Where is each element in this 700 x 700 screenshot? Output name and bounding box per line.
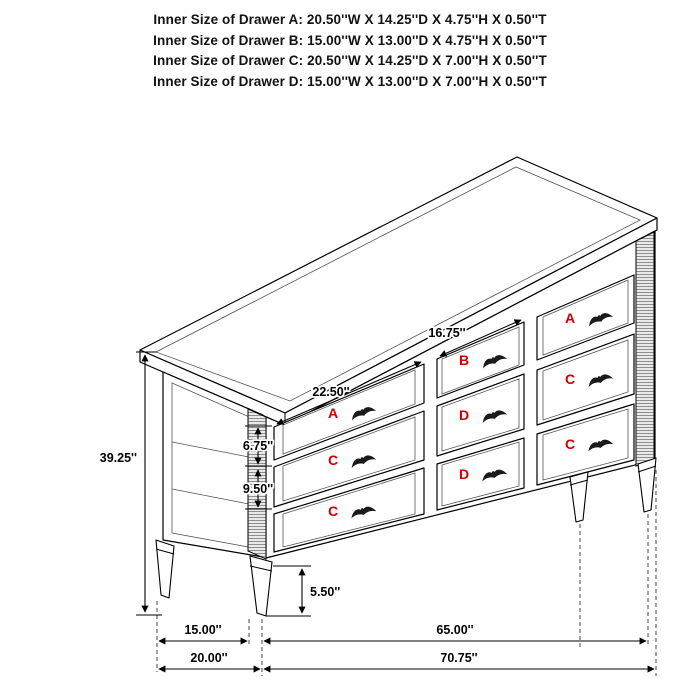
top-surface-inner-line <box>155 166 641 402</box>
spec-line-drawer-b: Inner Size of Drawer B: 15.00''W X 13.00… <box>153 32 547 48</box>
leg-front-right <box>637 457 657 513</box>
lower-drawer-height-label: 9.50'' <box>243 482 273 496</box>
drawer-moulding <box>282 416 416 502</box>
drawer-label-d-middle-center: D <box>459 407 469 423</box>
overall-height-label: 39.25'' <box>100 451 137 465</box>
drawer-d-bottom-center <box>436 437 525 511</box>
drawer-label-a-top-right: A <box>565 310 575 326</box>
drawer-label-c-bottom-left: C <box>328 503 338 519</box>
leg-front-left <box>249 555 273 617</box>
left-drawer-width-label: 22.50'' <box>312 385 349 399</box>
leg-cap-line <box>249 565 273 572</box>
leg-height-label: 5.50'' <box>310 585 340 599</box>
drawer-size-specs: Inner Size of Drawer A: 20.50''W X 14.25… <box>0 10 700 92</box>
leg-cap-line <box>569 479 589 486</box>
drawer-a-top-right <box>536 274 635 361</box>
drawer-c-middle-left <box>273 410 425 508</box>
drawer-d-middle-center <box>436 373 525 457</box>
drawer-label-b-top-center: B <box>459 352 469 368</box>
drawer-moulding <box>282 472 416 548</box>
spec-line-drawer-c: Inner Size of Drawer C: 20.50''W X 14.25… <box>153 53 547 68</box>
drawer-label-c-middle-left: C <box>328 452 338 468</box>
middle-drawer-width-dim-line <box>439 319 522 357</box>
side-panel-rail-line-2 <box>171 488 255 506</box>
drawer-moulding <box>441 378 520 452</box>
side-panel-rail-line-1 <box>171 441 255 459</box>
drawer-label-c-bottom-right: C <box>565 436 575 452</box>
leg-back-right <box>569 471 589 523</box>
drawer-c-middle-right <box>536 333 635 426</box>
extension-lines <box>156 470 657 676</box>
drawer-letter-labels: A C C B D D A C C <box>328 310 575 519</box>
drawer-c-bottom-right <box>536 403 635 486</box>
legs <box>155 457 657 617</box>
leg-span-width-label: 65.00'' <box>436 623 473 637</box>
top-drawer-height-label: 6.75'' <box>243 439 273 453</box>
spec-line-drawer-a: Inner Size of Drawer A: 20.50''W X 14.25… <box>153 12 547 27</box>
drawer-moulding <box>441 441 520 507</box>
drawer-c-bottom-left <box>273 467 425 553</box>
drawer-label-d-bottom-center: D <box>459 466 469 482</box>
drawer-label-a-top-left: A <box>328 405 338 421</box>
leg-cap-line <box>637 465 657 473</box>
overall-width-label: 70.75'' <box>440 651 477 665</box>
drawer-moulding <box>542 339 629 421</box>
leg-cap-line <box>155 548 175 555</box>
dimension-lines <box>136 319 655 673</box>
front-right-fluted-column <box>635 231 655 467</box>
dimension-labels: 39.25'' 5.50'' 6.75'' 9.50'' 22.50'' 16.… <box>98 324 479 667</box>
drawer-moulding <box>542 279 629 356</box>
left-drawer-width-dim-line <box>276 361 422 425</box>
spec-line-drawer-d: Inner Size of Drawer D: 15.00''W X 13.00… <box>153 73 547 89</box>
middle-drawer-width-label: 16.75'' <box>428 326 465 340</box>
leg-span-depth-label: 15.00'' <box>184 623 221 637</box>
drawer-moulding <box>542 408 629 481</box>
overall-depth-label: 20.00'' <box>190 651 227 665</box>
leg-back-left <box>155 539 175 599</box>
drawer-label-c-middle-right: C <box>565 371 575 387</box>
